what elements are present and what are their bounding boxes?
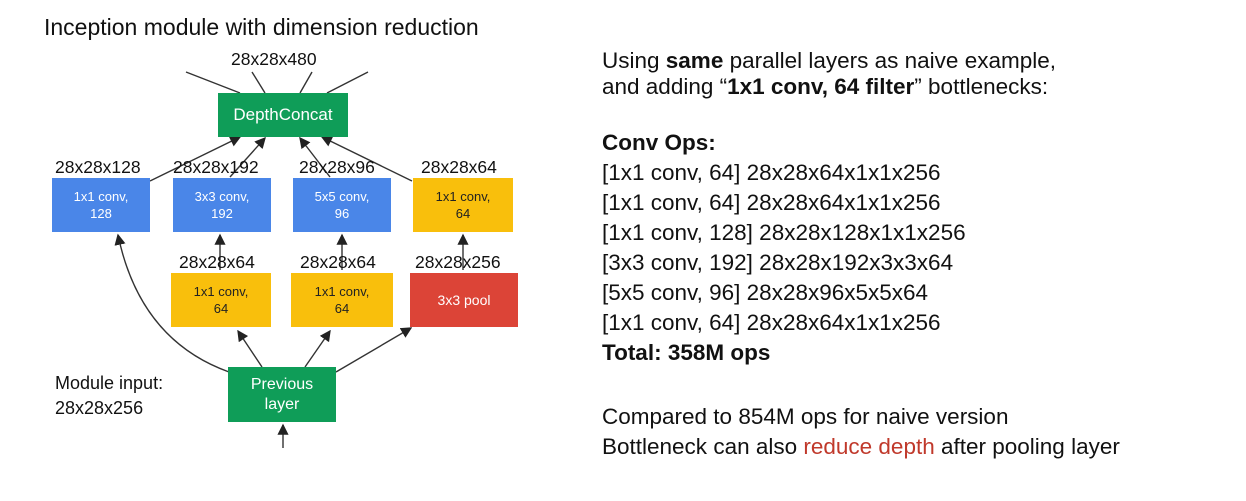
box-line: 64 <box>455 206 471 221</box>
op-line: [1x1 conv, 64] 28x28x64x1x1x256 <box>602 310 941 335</box>
mid-dim-1: 28x28x64 <box>179 252 255 272</box>
box-line: 96 <box>334 206 350 221</box>
arrow-conv64-concat <box>320 136 413 182</box>
text-span: Using <box>602 48 666 73</box>
box-line: 5x5 conv, <box>314 189 370 204</box>
arrow-layer <box>114 71 469 448</box>
bottleneck-line: Bottleneck can also reduce depth after p… <box>602 434 1120 460</box>
op-line: [1x1 conv, 64] 28x28x64x1x1x256 <box>602 190 941 215</box>
bold-span: 1x1 conv, 64 filter <box>727 74 915 99</box>
box-line: 64 <box>334 301 350 316</box>
arrow-conv96-concat <box>299 136 331 178</box>
output-dim: 28x28x480 <box>231 49 317 69</box>
box-line: layer <box>264 395 300 413</box>
pool-3x3-box: 3x3 pool <box>410 273 518 327</box>
arrow-prev-mid2 <box>304 329 331 368</box>
box-line: 1x1 conv, <box>193 284 249 299</box>
arrow-prev-pool <box>335 327 413 373</box>
box-line: 3x3 pool <box>437 291 491 308</box>
text-span: parallel layers as naive example, <box>723 48 1056 73</box>
top-dim-4: 28x28x64 <box>421 157 497 177</box>
box-line: 1x1 conv, <box>435 189 491 204</box>
conv-ops-heading: Conv Ops: <box>602 130 716 155</box>
slide-title: Inception module with dimension reductio… <box>44 14 479 40</box>
top-dim-1: 28x28x128 <box>55 157 141 177</box>
conv-5x5-96-box: 5x5 conv, 96 <box>293 178 391 232</box>
previous-layer-box: Previous layer <box>228 367 336 422</box>
mid-dim-3: 28x28x256 <box>415 252 501 272</box>
bold-span: same <box>665 48 724 73</box>
output-line-3 <box>299 71 313 94</box>
box-line: Previous <box>250 375 314 393</box>
box-line: 1x1 conv, <box>314 284 370 299</box>
arrow-prev-mid1 <box>237 329 263 368</box>
op-line: [5x5 conv, 96] 28x28x96x5x5x64 <box>602 280 929 305</box>
explanation-text: Using same parallel layers as naive exam… <box>602 48 1120 460</box>
box-line: 64 <box>213 301 229 316</box>
op-line: [1x1 conv, 64] 28x28x64x1x1x256 <box>602 160 941 185</box>
conv-1x1-64-mid2-box: 1x1 conv, 64 <box>291 273 393 327</box>
module-input-label: Module input: <box>55 373 164 393</box>
output-line-2 <box>251 71 266 94</box>
compare-line: Compared to 854M ops for naive version <box>602 404 1009 429</box>
box-line: 192 <box>211 206 233 221</box>
highlight-span: reduce depth <box>803 434 935 459</box>
text-span: ” bottlenecks: <box>914 74 1049 99</box>
output-line-1 <box>185 71 241 94</box>
op-line: [1x1 conv, 128] 28x28x128x1x1x256 <box>602 220 966 245</box>
box-line: 128 <box>90 206 112 221</box>
arrow-conv192-concat <box>229 136 266 178</box>
conv-1x1-64-top-box: 1x1 conv, 64 <box>413 178 513 232</box>
total-ops: Total: 358M ops <box>602 340 771 365</box>
box-line: 3x3 conv, <box>194 189 250 204</box>
text-span: after pooling layer <box>934 434 1120 459</box>
mid-dim-2: 28x28x64 <box>300 252 376 272</box>
top-dim-2: 28x28x192 <box>173 157 259 177</box>
top-dim-3: 28x28x96 <box>299 157 375 177</box>
arrow-prev-conv128 <box>114 233 230 373</box>
intro-line-2: and adding “1x1 conv, 64 filter” bottlen… <box>602 74 1120 100</box>
text-span: and adding “ <box>602 74 728 99</box>
output-line-4 <box>326 71 369 94</box>
conv-1x1-64-mid1-box: 1x1 conv, 64 <box>171 273 271 327</box>
intro-line-1: Using same parallel layers as naive exam… <box>602 48 1120 74</box>
depthconcat-box: DepthConcat <box>218 93 348 137</box>
conv-3x3-192-box: 3x3 conv, 192 <box>173 178 271 232</box>
text-span: Bottleneck can also <box>602 434 804 459</box>
arrow-conv128-concat <box>149 136 242 182</box>
box-line: 1x1 conv, <box>73 189 129 204</box>
conv-1x1-128-box: 1x1 conv, 128 <box>52 178 150 232</box>
module-input-dim: 28x28x256 <box>55 398 144 418</box>
depthconcat-label: DepthConcat <box>233 105 333 124</box>
op-line: [3x3 conv, 192] 28x28x192x3x3x64 <box>602 250 954 275</box>
